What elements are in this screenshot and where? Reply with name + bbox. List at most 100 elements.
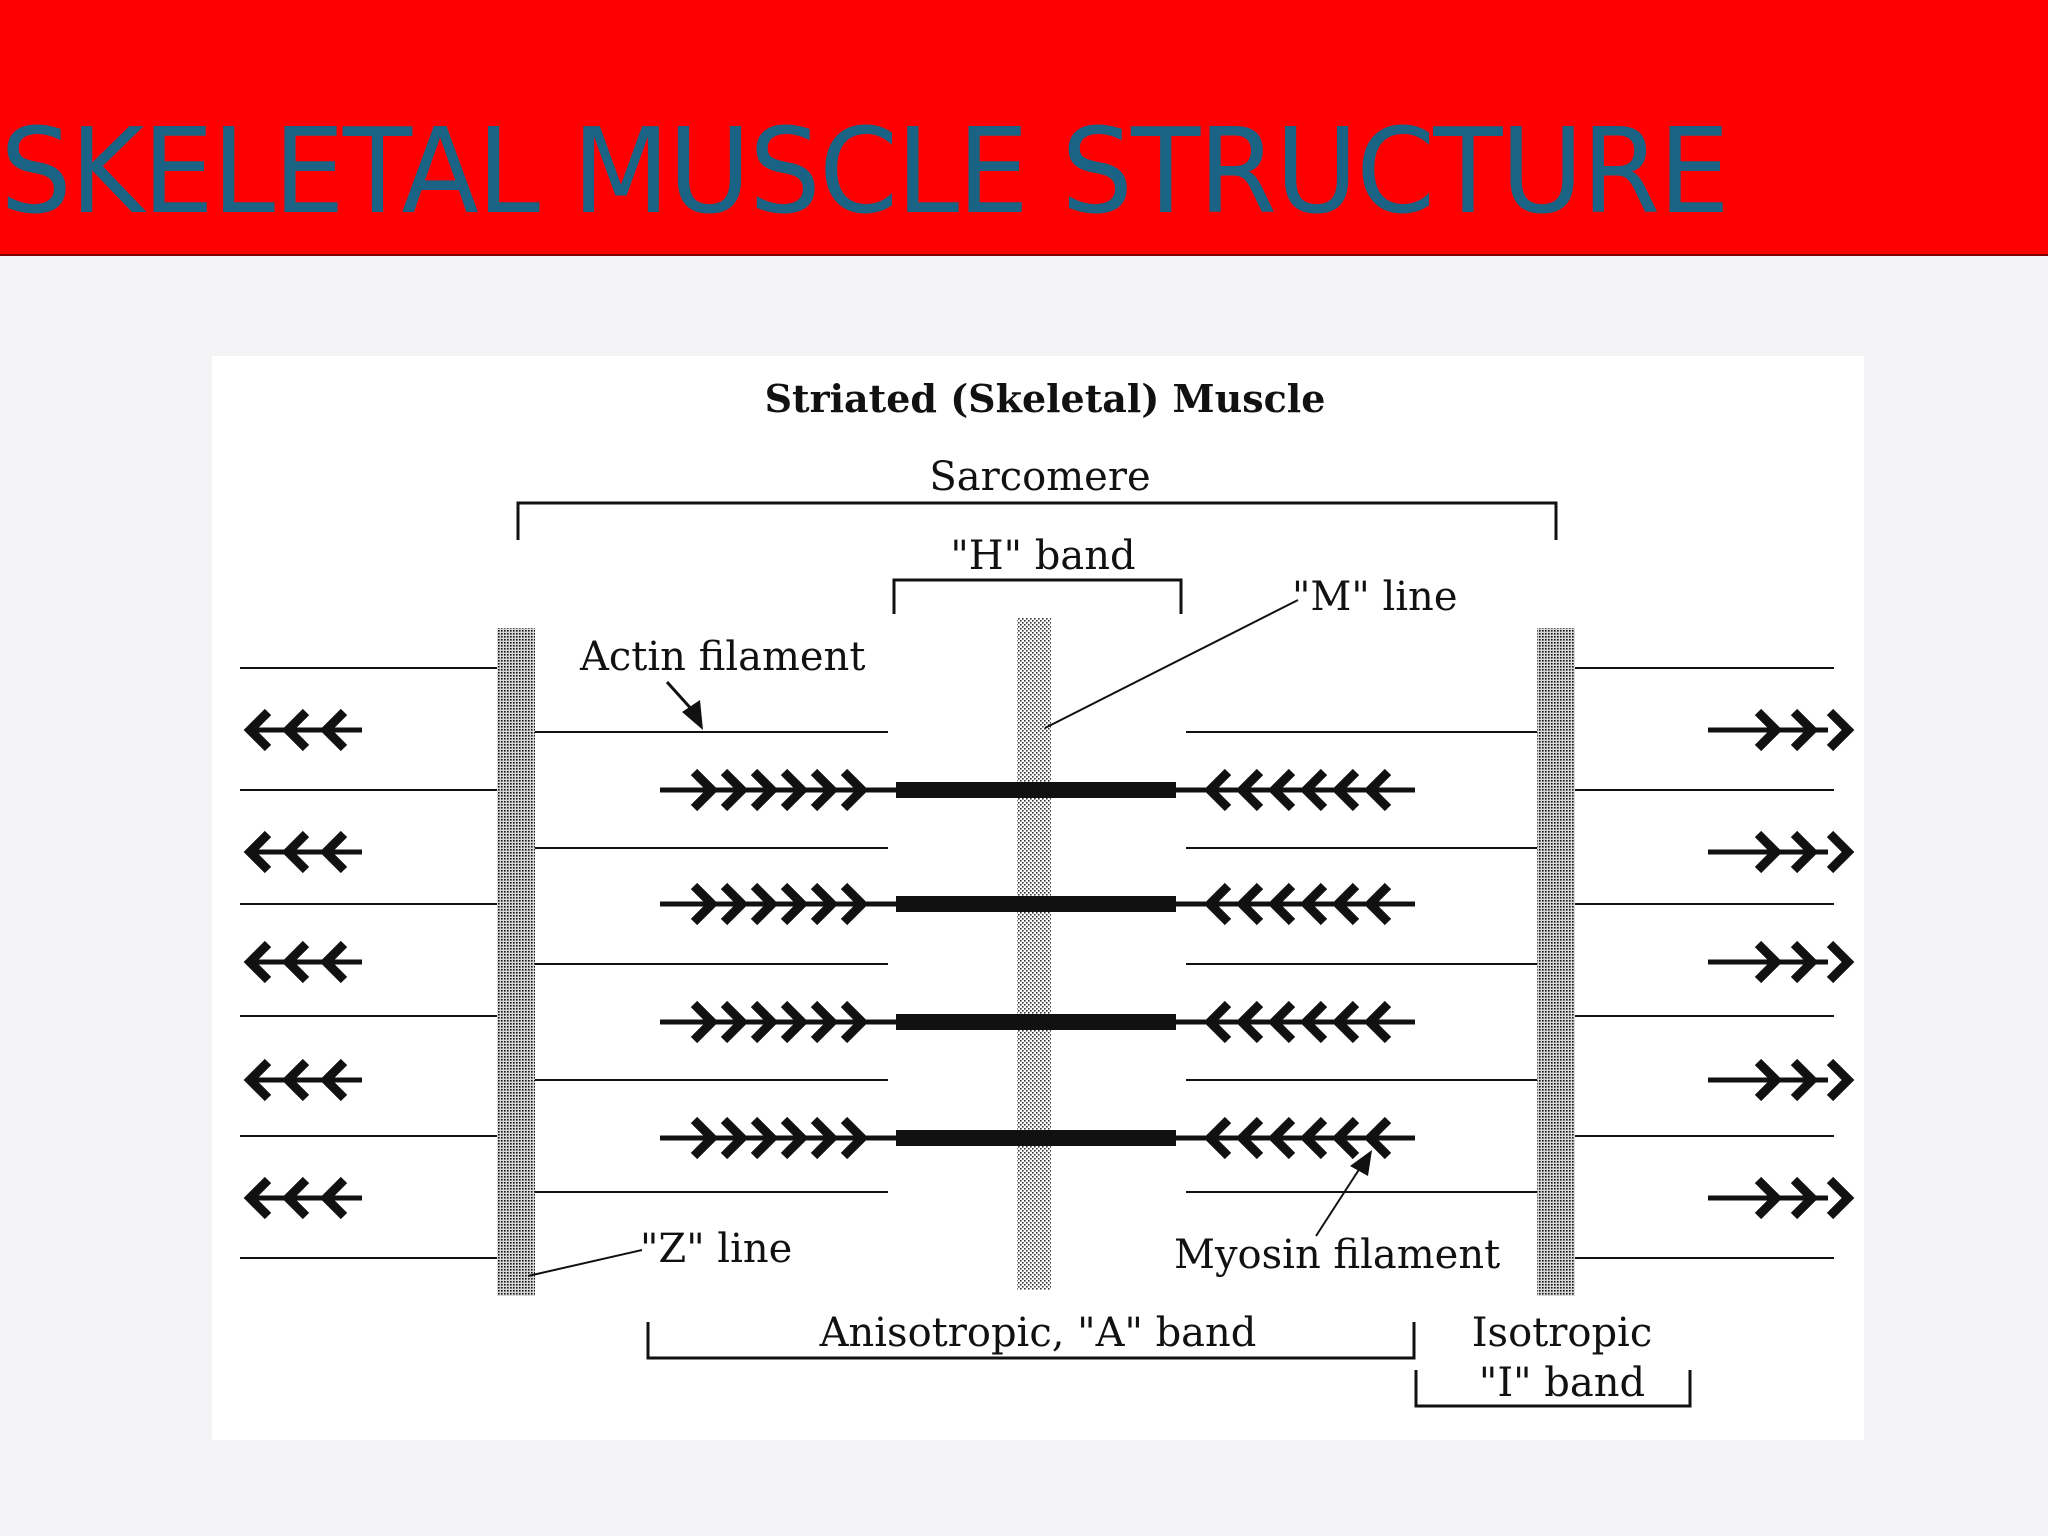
outer-myosin-head-left <box>281 1058 310 1102</box>
myosin-head-right <box>1267 1116 1296 1160</box>
myosin-head-right <box>1235 768 1264 812</box>
outer-myosin-head-left <box>281 708 310 752</box>
myosin-head-left <box>720 768 749 812</box>
myosin-head-right <box>1299 1000 1328 1044</box>
myosin-head-right <box>1363 882 1392 926</box>
outer-myosin-head-left <box>319 1176 348 1220</box>
myosin-head-left <box>720 1000 749 1044</box>
outer-myosin-head-right <box>1826 1176 1855 1220</box>
outer-myosin-head-right <box>1826 1058 1855 1102</box>
outer-myosin-head-right <box>1826 940 1855 984</box>
myosin-head-left <box>750 1000 779 1044</box>
z-line-left <box>497 628 535 1296</box>
outer-myosin-head-right <box>1754 830 1783 874</box>
myosin-arrowhead <box>1350 1150 1372 1176</box>
outer-myosin-head-right <box>1754 1058 1783 1102</box>
myosin-head-left <box>840 768 869 812</box>
myosin-head-right <box>1331 768 1360 812</box>
myosin-head-left <box>780 882 809 926</box>
outer-myosin-head-left <box>319 708 348 752</box>
myosin-head-right <box>1235 882 1264 926</box>
actin-label: Actin filament <box>579 634 865 680</box>
myosin-head-right <box>1203 1000 1232 1044</box>
myosin-head-right <box>1203 768 1232 812</box>
myosin-head-right <box>1235 1000 1264 1044</box>
myosin-head-left <box>840 1000 869 1044</box>
outer-myosin-head-left <box>243 940 272 984</box>
outer-myosin-head-left <box>243 708 272 752</box>
myosin-head-right <box>1331 1000 1360 1044</box>
m-line-pointer <box>1044 599 1299 729</box>
myosin-head-left <box>690 768 719 812</box>
outer-myosin-head-left <box>319 940 348 984</box>
actin-arrowhead <box>682 700 703 730</box>
outer-myosin-head-right <box>1754 708 1783 752</box>
outer-myosin-head-right <box>1826 830 1855 874</box>
myosin-head-right <box>1331 1116 1360 1160</box>
m-line-label: "M" line <box>1292 574 1458 620</box>
outer-myosin-head-right <box>1754 1176 1783 1220</box>
myosin-head-right <box>1363 1116 1392 1160</box>
a-band-label: Anisotropic, "A" band <box>819 1310 1257 1356</box>
diagram-title: Striated (Skeletal) Muscle <box>765 376 1326 421</box>
a-band-bracket <box>646 1322 1416 1360</box>
myosin-pointer <box>1315 1167 1361 1237</box>
myosin-head-left <box>750 882 779 926</box>
myosin-label: Myosin filament <box>1174 1232 1500 1278</box>
title-bar: SKELETAL MUSCLE STRUCTURE <box>0 0 2048 256</box>
myosin-head-left <box>750 768 779 812</box>
myosin-head-right <box>1235 1116 1264 1160</box>
z-line-label: "Z" line <box>640 1226 792 1272</box>
outer-myosin-head-left <box>243 830 272 874</box>
h-band-bracket <box>892 578 1183 614</box>
myosin-head-right <box>1299 768 1328 812</box>
outer-myosin-head-right <box>1790 830 1819 874</box>
outer-myosin-head-left <box>243 1176 272 1220</box>
myosin-head-left <box>750 1116 779 1160</box>
myosin-head-right <box>1267 1000 1296 1044</box>
myosin-head-right <box>1363 768 1392 812</box>
outer-myosin-head-left <box>319 830 348 874</box>
myosin-head-left <box>780 1000 809 1044</box>
myosin-head-left <box>810 1116 839 1160</box>
filaments-group <box>240 667 1855 1259</box>
myosin-head-left <box>810 768 839 812</box>
outer-myosin-head-left <box>319 1058 348 1102</box>
myosin-head-left <box>690 882 719 926</box>
z-line-right <box>1537 628 1575 1296</box>
myosin-head-left <box>840 882 869 926</box>
i-band-label-line2: "I" band <box>1479 1360 1645 1406</box>
z-line-pointer <box>527 1249 643 1277</box>
outer-myosin-head-right <box>1826 708 1855 752</box>
outer-myosin-head-right <box>1790 1058 1819 1102</box>
myosin-head-right <box>1203 1116 1232 1160</box>
myosin-head-left <box>720 882 749 926</box>
outer-myosin-head-right <box>1790 708 1819 752</box>
myosin-head-left <box>690 1000 719 1044</box>
slide-title: SKELETAL MUSCLE STRUCTURE <box>0 102 1730 240</box>
myosin-head-left <box>810 1000 839 1044</box>
myosin-head-left <box>840 1116 869 1160</box>
outer-myosin-head-left <box>281 830 310 874</box>
myosin-head-right <box>1299 882 1328 926</box>
myosin-head-left <box>810 882 839 926</box>
myosin-head-right <box>1363 1000 1392 1044</box>
i-band-bracket <box>1414 1370 1692 1408</box>
outer-myosin-head-right <box>1790 940 1819 984</box>
myosin-head-right <box>1267 768 1296 812</box>
myosin-head-right <box>1331 882 1360 926</box>
m-line-band <box>1017 618 1051 1290</box>
outer-myosin-head-left <box>243 1058 272 1102</box>
myosin-head-left <box>720 1116 749 1160</box>
outer-myosin-head-left <box>281 940 310 984</box>
outer-myosin-head-right <box>1790 1176 1819 1220</box>
outer-myosin-head-left <box>281 1176 310 1220</box>
i-band-label-line1: Isotropic <box>1472 1310 1653 1356</box>
sarcomere-label: Sarcomere <box>929 454 1150 500</box>
myosin-head-left <box>780 1116 809 1160</box>
myosin-head-right <box>1267 882 1296 926</box>
myosin-head-right <box>1203 882 1232 926</box>
h-band-label: "H" band <box>950 533 1135 579</box>
sarcomere-bracket <box>516 501 1558 540</box>
outer-myosin-head-right <box>1754 940 1783 984</box>
